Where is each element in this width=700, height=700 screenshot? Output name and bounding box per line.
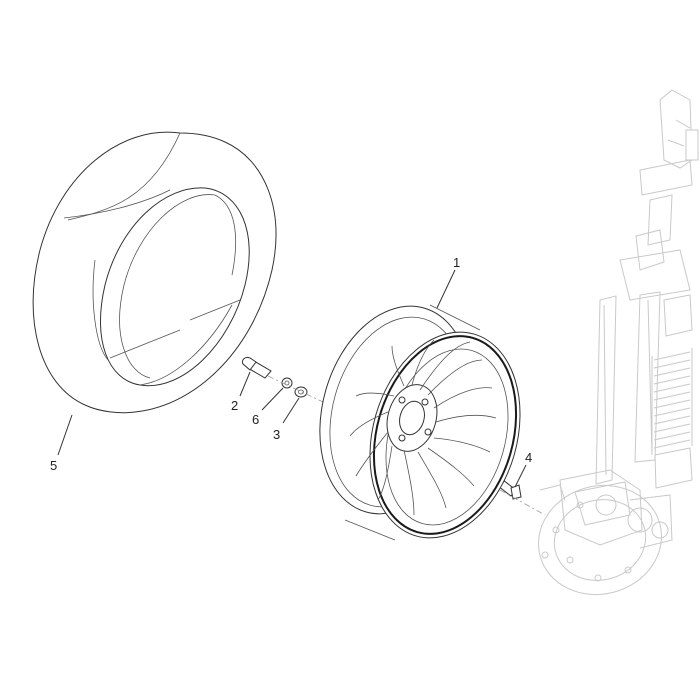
shock-spring-ghost	[651, 348, 693, 452]
wheel-spokes	[349, 339, 497, 516]
tire	[32, 131, 277, 414]
callout-label-4: 4	[525, 450, 532, 465]
callout-label-5: 5	[50, 458, 57, 473]
callout-4: 4	[514, 450, 532, 488]
fork-assembly-ghost	[538, 89, 699, 596]
callout-label-2: 2	[231, 398, 238, 413]
callout-5: 5	[50, 414, 73, 473]
callout-label-3: 3	[273, 427, 280, 442]
callout-3: 3	[273, 397, 300, 442]
callout-label-1: 1	[453, 255, 460, 270]
callout-1: 1	[436, 255, 460, 309]
callout-label-6: 6	[252, 412, 259, 427]
bolt	[242, 357, 272, 379]
nut	[294, 386, 308, 398]
callout-2: 2	[231, 371, 251, 413]
callout-6: 6	[252, 387, 284, 427]
wheel-rim	[319, 304, 521, 541]
